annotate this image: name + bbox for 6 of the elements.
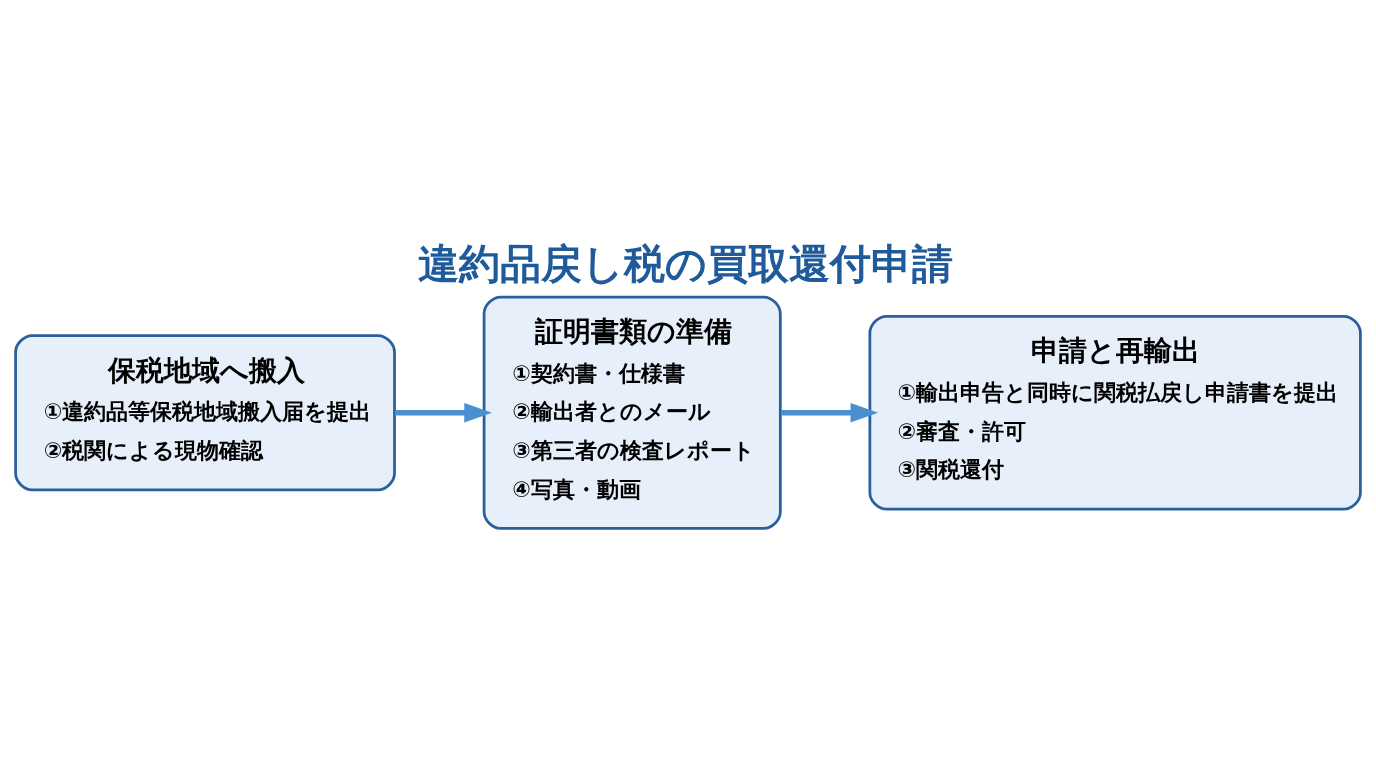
arrow bbox=[780, 402, 879, 422]
arrow bbox=[395, 402, 492, 422]
node-box: 申請と再輸出 ①輸出申告と同時に関税払戻し申請書を提出 ②審査・許可 ③関税還付 bbox=[868, 314, 1362, 511]
node-box: 証明書類の準備 ①契約書・仕様書 ②輸出者とのメール ③第三者の検査レポート ④写真・動画 bbox=[482, 295, 782, 530]
diagram-title: 違約品戻し税の買取還付申請 bbox=[417, 239, 953, 288]
node-box: 保税地域へ搬入 ①違約品等保税地域搬入届を提出 ②税関による現物確認 bbox=[14, 333, 396, 491]
